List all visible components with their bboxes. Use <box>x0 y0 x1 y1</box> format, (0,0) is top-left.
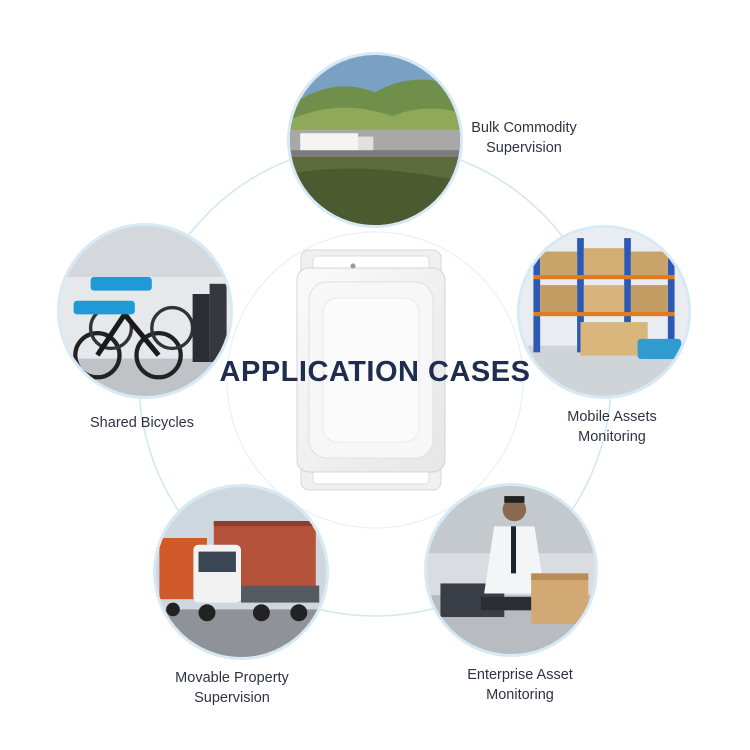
office-worker-photo <box>424 483 598 657</box>
highway-truck-photo <box>287 52 463 228</box>
shared-bicycles-photo <box>57 223 233 399</box>
page-title: APPLICATION CASES <box>219 356 531 388</box>
warehouse-pallets-photo <box>517 225 691 399</box>
case-label-shared-bicycles: Shared Bicycles <box>90 415 194 431</box>
trucks-yard-photo <box>153 484 329 660</box>
tracker-device-image <box>296 249 446 491</box>
